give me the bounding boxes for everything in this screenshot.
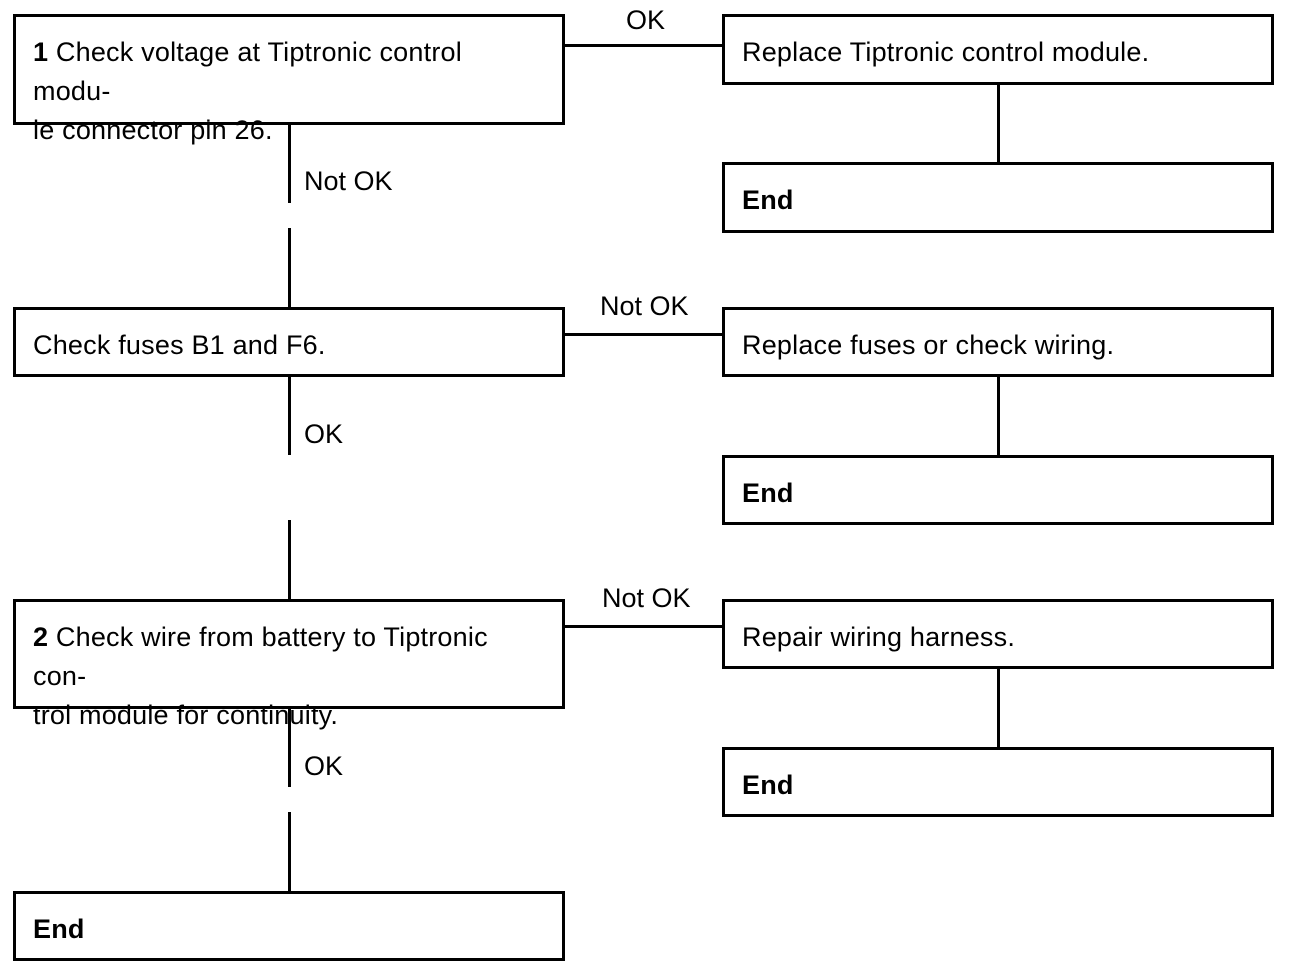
connector-step1-down-upper bbox=[288, 125, 291, 203]
end-box-3: End bbox=[722, 747, 1274, 817]
connector-step1-down-lower bbox=[288, 228, 291, 307]
end-box-final: End bbox=[13, 891, 565, 961]
label-step2-not-ok: Not OK bbox=[602, 583, 691, 613]
end-box-2: End bbox=[722, 455, 1274, 525]
end-box-1: End bbox=[722, 162, 1274, 233]
step2-box: 2 Check wire from battery to Tiptronic c… bbox=[13, 599, 565, 730]
connector-replace-fuses-to-end bbox=[997, 377, 1000, 455]
connector-fuses-to-replace-fuses bbox=[565, 333, 722, 336]
label-fuses-ok: OK bbox=[304, 419, 344, 449]
step1-box: 1 Check voltage at Tiptronic control mod… bbox=[13, 14, 565, 145]
end-label: End bbox=[742, 478, 794, 508]
step1-text-line1: Check voltage at Tiptronic control modu- bbox=[33, 37, 462, 106]
step1-number: 1 bbox=[33, 37, 49, 67]
connector-fuses-down-upper bbox=[288, 377, 291, 455]
connector-step1-to-replace-module bbox=[565, 44, 722, 47]
end-label: End bbox=[742, 185, 794, 215]
end-label: End bbox=[33, 914, 85, 944]
connector-repair-harness-to-end bbox=[997, 669, 1000, 747]
label-step1-not-ok: Not OK bbox=[304, 166, 393, 196]
step2-text-line2: trol module for continuity. bbox=[33, 700, 339, 730]
connector-step2-down-upper bbox=[288, 709, 291, 787]
label-step2-ok: OK bbox=[304, 751, 344, 781]
connector-fuses-down-lower bbox=[288, 520, 291, 599]
replace-fuses-text: Replace fuses or check wiring. bbox=[742, 330, 1115, 360]
step1-text-line2: le connector pin 26. bbox=[33, 115, 273, 145]
end-label: End bbox=[742, 770, 794, 800]
replace-module-text: Replace Tiptronic control module. bbox=[742, 37, 1150, 67]
repair-harness-text: Repair wiring harness. bbox=[742, 622, 1016, 652]
replace-fuses-box: Replace fuses or check wiring. bbox=[722, 307, 1274, 377]
replace-module-box: Replace Tiptronic control module. bbox=[722, 14, 1274, 85]
check-fuses-box: Check fuses B1 and F6. bbox=[13, 307, 565, 377]
step2-text-line1: Check wire from battery to Tiptronic con… bbox=[33, 622, 488, 691]
repair-harness-box: Repair wiring harness. bbox=[722, 599, 1274, 669]
connector-replace-module-to-end bbox=[997, 85, 1000, 162]
connector-step2-down-lower bbox=[288, 812, 291, 891]
label-step1-ok: OK bbox=[626, 5, 666, 35]
label-fuses-not-ok: Not OK bbox=[600, 291, 689, 321]
step2-number: 2 bbox=[33, 622, 49, 652]
connector-step2-to-repair-harness bbox=[565, 625, 722, 628]
check-fuses-text: Check fuses B1 and F6. bbox=[33, 330, 326, 360]
